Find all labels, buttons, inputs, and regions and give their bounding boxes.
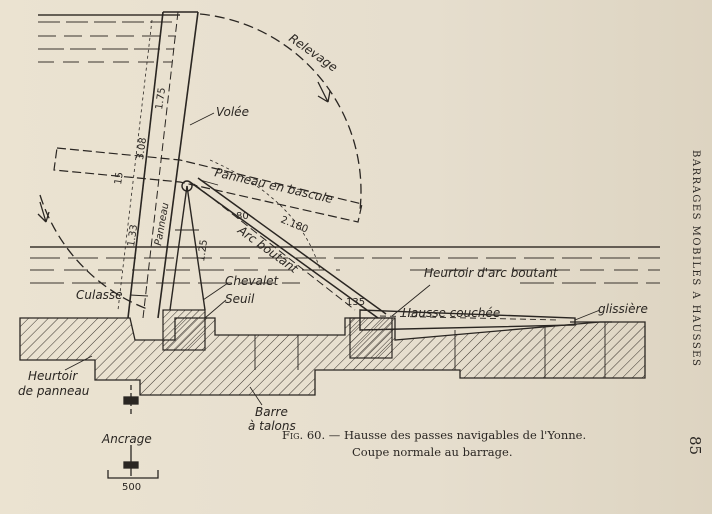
label-glissiere: glissière (598, 302, 648, 316)
label-heurtoir-panneau-1: Heurtoir (28, 369, 78, 383)
tilted-panel (53, 147, 363, 223)
dim-308: 3.08 (135, 137, 149, 161)
label-chevalet: Chevalet (225, 274, 280, 288)
label-culasse: Culasse (76, 288, 123, 302)
label-panneau-bascule: Panneau en bascule (213, 165, 334, 206)
caption-line-2: Coupe normale au barrage. (352, 445, 513, 459)
dim-135: 135 (346, 297, 365, 308)
lowering-arrow (37, 201, 50, 223)
label-barre-2: à talons (248, 419, 296, 433)
anchor-rod (107, 385, 159, 479)
foundation (19, 309, 646, 396)
label-heurtoir-panneau-2: de panneau (18, 384, 90, 398)
caption-fig-label: Fig. 60. (282, 428, 326, 442)
chevalet-frame (169, 180, 206, 311)
label-ancrage: Ancrage (101, 432, 152, 446)
label-hausse-couchee: Hausse couchée (402, 306, 500, 320)
caption-line-1: — Hausse des passes navigables de l'Yonn… (328, 428, 587, 442)
relevage-arc (39, 13, 362, 311)
dim-125: 1.25 (196, 239, 210, 263)
leader-lines (64, 112, 601, 406)
dim-80: 80 (236, 211, 249, 222)
dim-2180: 2.180 (279, 215, 310, 236)
label-relevage: Relevage (286, 31, 340, 75)
leaf-dimension-lines (117, 19, 153, 311)
label-heurtoir-arc: Heurtoir d'arc boutant (424, 266, 559, 280)
upstream-water-lines (38, 14, 180, 63)
strut-dimension-arc (209, 159, 321, 271)
label-volee: Volée (216, 105, 249, 119)
dim-500: 500 (122, 482, 141, 493)
label-arc-boutant: Arc boutant (234, 223, 301, 277)
page-number: 85 (686, 436, 704, 456)
upright-leaf (127, 11, 199, 319)
running-head: BARRAGES MOBILES A HAUSSES (690, 150, 701, 368)
dim-15: 15 (113, 171, 126, 185)
figure-caption: Fig. 60. — Hausse des passes navigables … (282, 427, 602, 461)
dim-133: 1.33 (126, 224, 140, 248)
label-barre-1: Barre (255, 405, 288, 419)
label-seuil: Seuil (225, 292, 255, 306)
dim-175: 1.75 (154, 87, 168, 111)
arc-boutant-strut (189, 177, 387, 319)
relevage-arrow (317, 81, 331, 103)
